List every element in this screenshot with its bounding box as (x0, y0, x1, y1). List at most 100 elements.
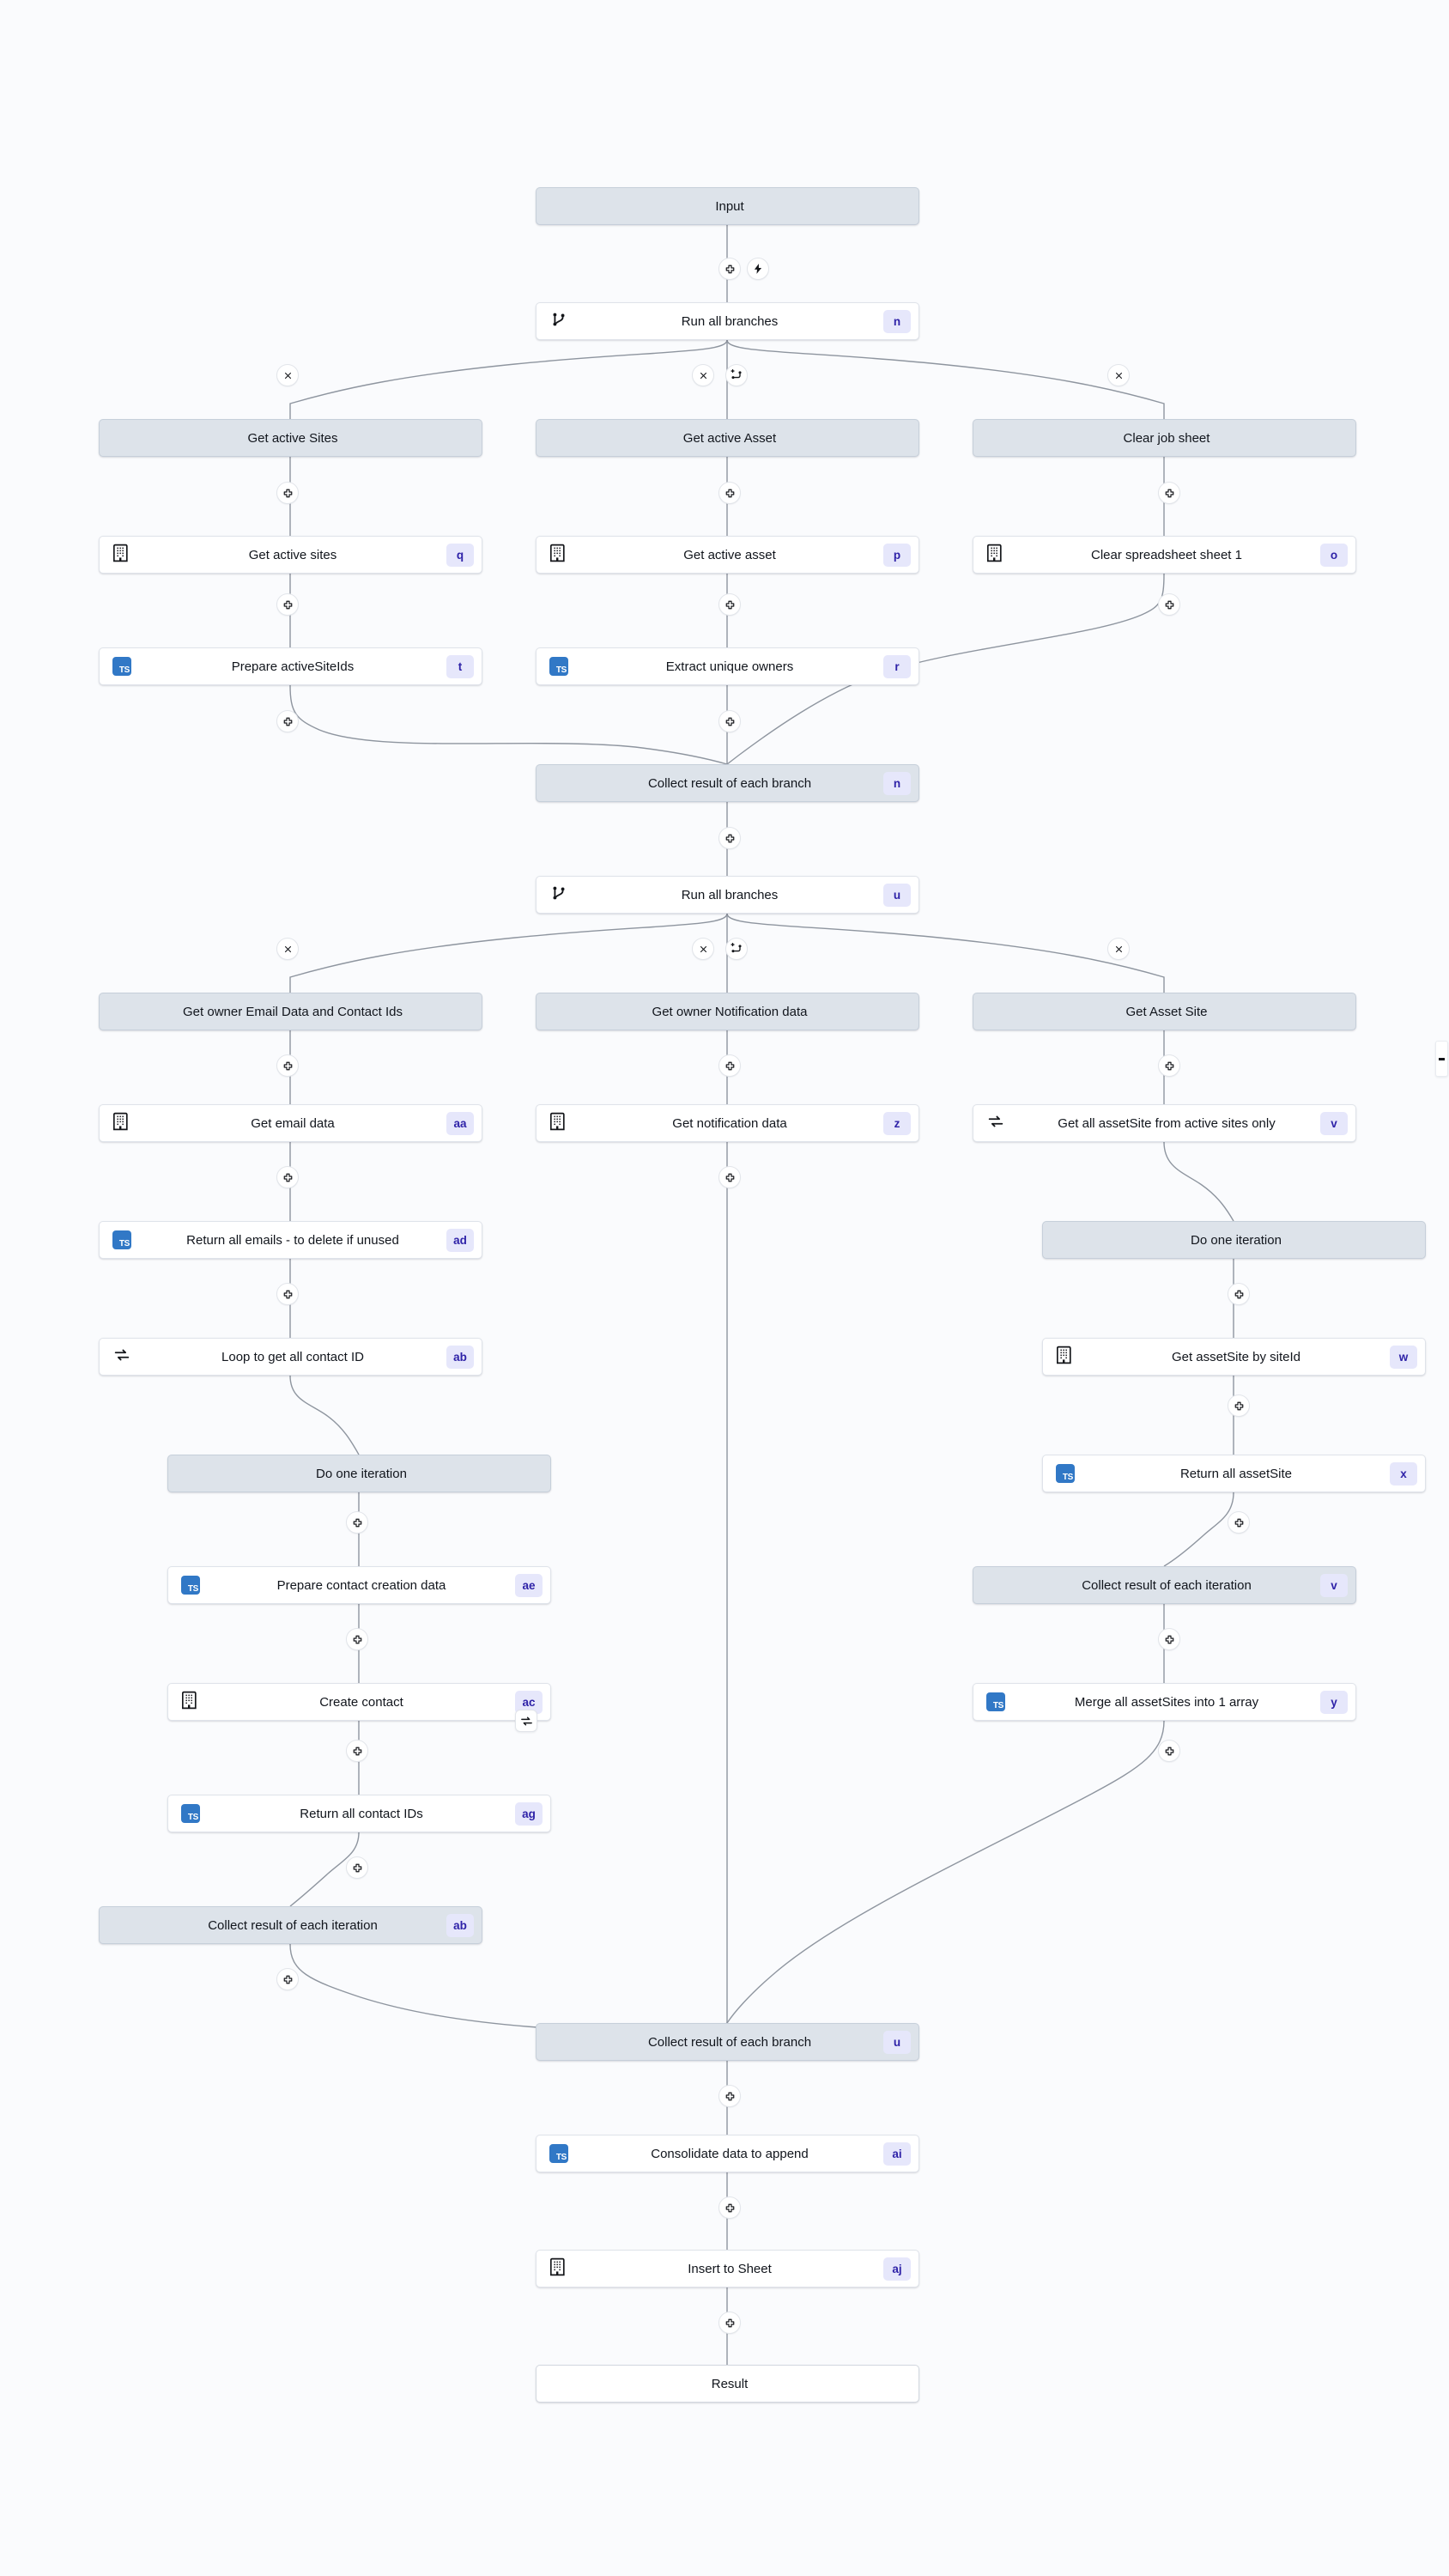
add-node-button[interactable] (718, 2196, 741, 2219)
add-node-button[interactable] (1228, 1394, 1250, 1417)
node-badge[interactable]: w (1390, 1345, 1417, 1369)
app-module-icon (1056, 1346, 1074, 1368)
node-badge[interactable]: z (883, 1111, 911, 1135)
node-badge[interactable]: o (1320, 543, 1348, 567)
node-badge[interactable]: y (1320, 1690, 1348, 1714)
add-node-button[interactable] (346, 1511, 368, 1534)
remove-branch-button[interactable] (1107, 364, 1130, 386)
node-badge[interactable]: aj (883, 2257, 911, 2281)
add-branch-button[interactable] (725, 938, 748, 960)
collapse-panel[interactable] (1435, 1041, 1448, 1077)
node-badge[interactable]: ag (515, 1801, 543, 1826)
retry-loop-badge[interactable] (515, 1710, 537, 1732)
node-badge[interactable]: ae (515, 1573, 543, 1597)
node-badge[interactable]: ai (883, 2142, 911, 2166)
workflow-node-get_all_assetsite[interactable]: Get all assetSite from active sites only… (973, 1104, 1356, 1142)
workflow-node-grp_iter_right[interactable]: Do one iteration (1042, 1221, 1426, 1259)
workflow-node-grp_owner_notif[interactable]: Get owner Notification data (536, 993, 919, 1030)
remove-branch-button[interactable] (692, 364, 714, 386)
remove-branch-button[interactable] (1107, 938, 1130, 960)
add-node-button[interactable] (276, 1054, 299, 1077)
add-node-button[interactable] (1158, 593, 1180, 616)
add-node-button[interactable] (276, 1166, 299, 1188)
node-badge[interactable]: aa (446, 1111, 474, 1135)
node-badge[interactable]: q (446, 543, 474, 567)
add-node-button[interactable] (718, 593, 741, 616)
node-badge[interactable]: ab (446, 1913, 474, 1937)
remove-branch-button[interactable] (276, 938, 299, 960)
add-node-button[interactable] (1158, 1054, 1180, 1077)
add-node-button[interactable] (1158, 1628, 1180, 1650)
workflow-node-result[interactable]: Result (536, 2365, 919, 2403)
remove-branch-button[interactable] (692, 938, 714, 960)
add-node-button[interactable] (346, 1740, 368, 1762)
add-node-button[interactable] (1158, 1740, 1180, 1762)
node-badge[interactable]: x (1390, 1461, 1417, 1485)
workflow-node-input[interactable]: Input (536, 187, 919, 225)
node-badge[interactable]: t (446, 654, 474, 678)
add-node-button[interactable] (718, 2312, 741, 2334)
add-node-button[interactable] (276, 482, 299, 504)
workflow-node-grp_asset_site[interactable]: Get Asset Site (973, 993, 1356, 1030)
add-node-button[interactable] (718, 710, 741, 732)
node-badge[interactable]: p (883, 543, 911, 567)
node-badge[interactable]: r (883, 654, 911, 678)
add-node-button[interactable] (276, 593, 299, 616)
workflow-node-grp_owner_email[interactable]: Get owner Email Data and Contact Ids (99, 993, 482, 1030)
add-node-button[interactable] (718, 827, 741, 849)
node-badge[interactable]: n (883, 309, 911, 333)
add-node-button[interactable] (276, 710, 299, 732)
add-node-button[interactable] (346, 1856, 368, 1879)
trigger-lightning-button[interactable] (747, 258, 769, 280)
node-badge[interactable]: ab (446, 1345, 474, 1369)
workflow-node-grp_active_asset[interactable]: Get active Asset (536, 419, 919, 457)
workflow-node-grp_iter_left[interactable]: Do one iteration (167, 1455, 551, 1492)
add-node-button[interactable] (718, 2085, 741, 2107)
node-badge[interactable]: u (883, 883, 911, 907)
add-node-button[interactable] (276, 1968, 299, 1990)
add-node-button[interactable] (718, 482, 741, 504)
node-badge[interactable]: ac (515, 1690, 543, 1714)
node-badge[interactable]: u (883, 2030, 911, 2054)
add-node-button[interactable] (1228, 1511, 1250, 1534)
add-branch-button[interactable] (725, 364, 748, 386)
node-badge[interactable]: n (883, 771, 911, 795)
node-badge[interactable]: v (1320, 1573, 1348, 1597)
remove-branch-button[interactable] (276, 364, 299, 386)
add-node-button[interactable] (276, 1283, 299, 1305)
node-badge[interactable]: v (1320, 1111, 1348, 1135)
node-badge[interactable]: ad (446, 1228, 474, 1252)
workflow-node-grp_active_sites[interactable]: Get active Sites (99, 419, 482, 457)
add-node-button[interactable] (1158, 482, 1180, 504)
add-node-button[interactable] (346, 1628, 368, 1650)
add-node-button[interactable] (718, 1166, 741, 1188)
add-node-button[interactable] (1228, 1283, 1250, 1305)
add-node-button[interactable] (718, 258, 741, 280)
workflow-node-grp_clear_sheet[interactable]: Clear job sheet (973, 419, 1356, 457)
add-node-button[interactable] (718, 1054, 741, 1077)
